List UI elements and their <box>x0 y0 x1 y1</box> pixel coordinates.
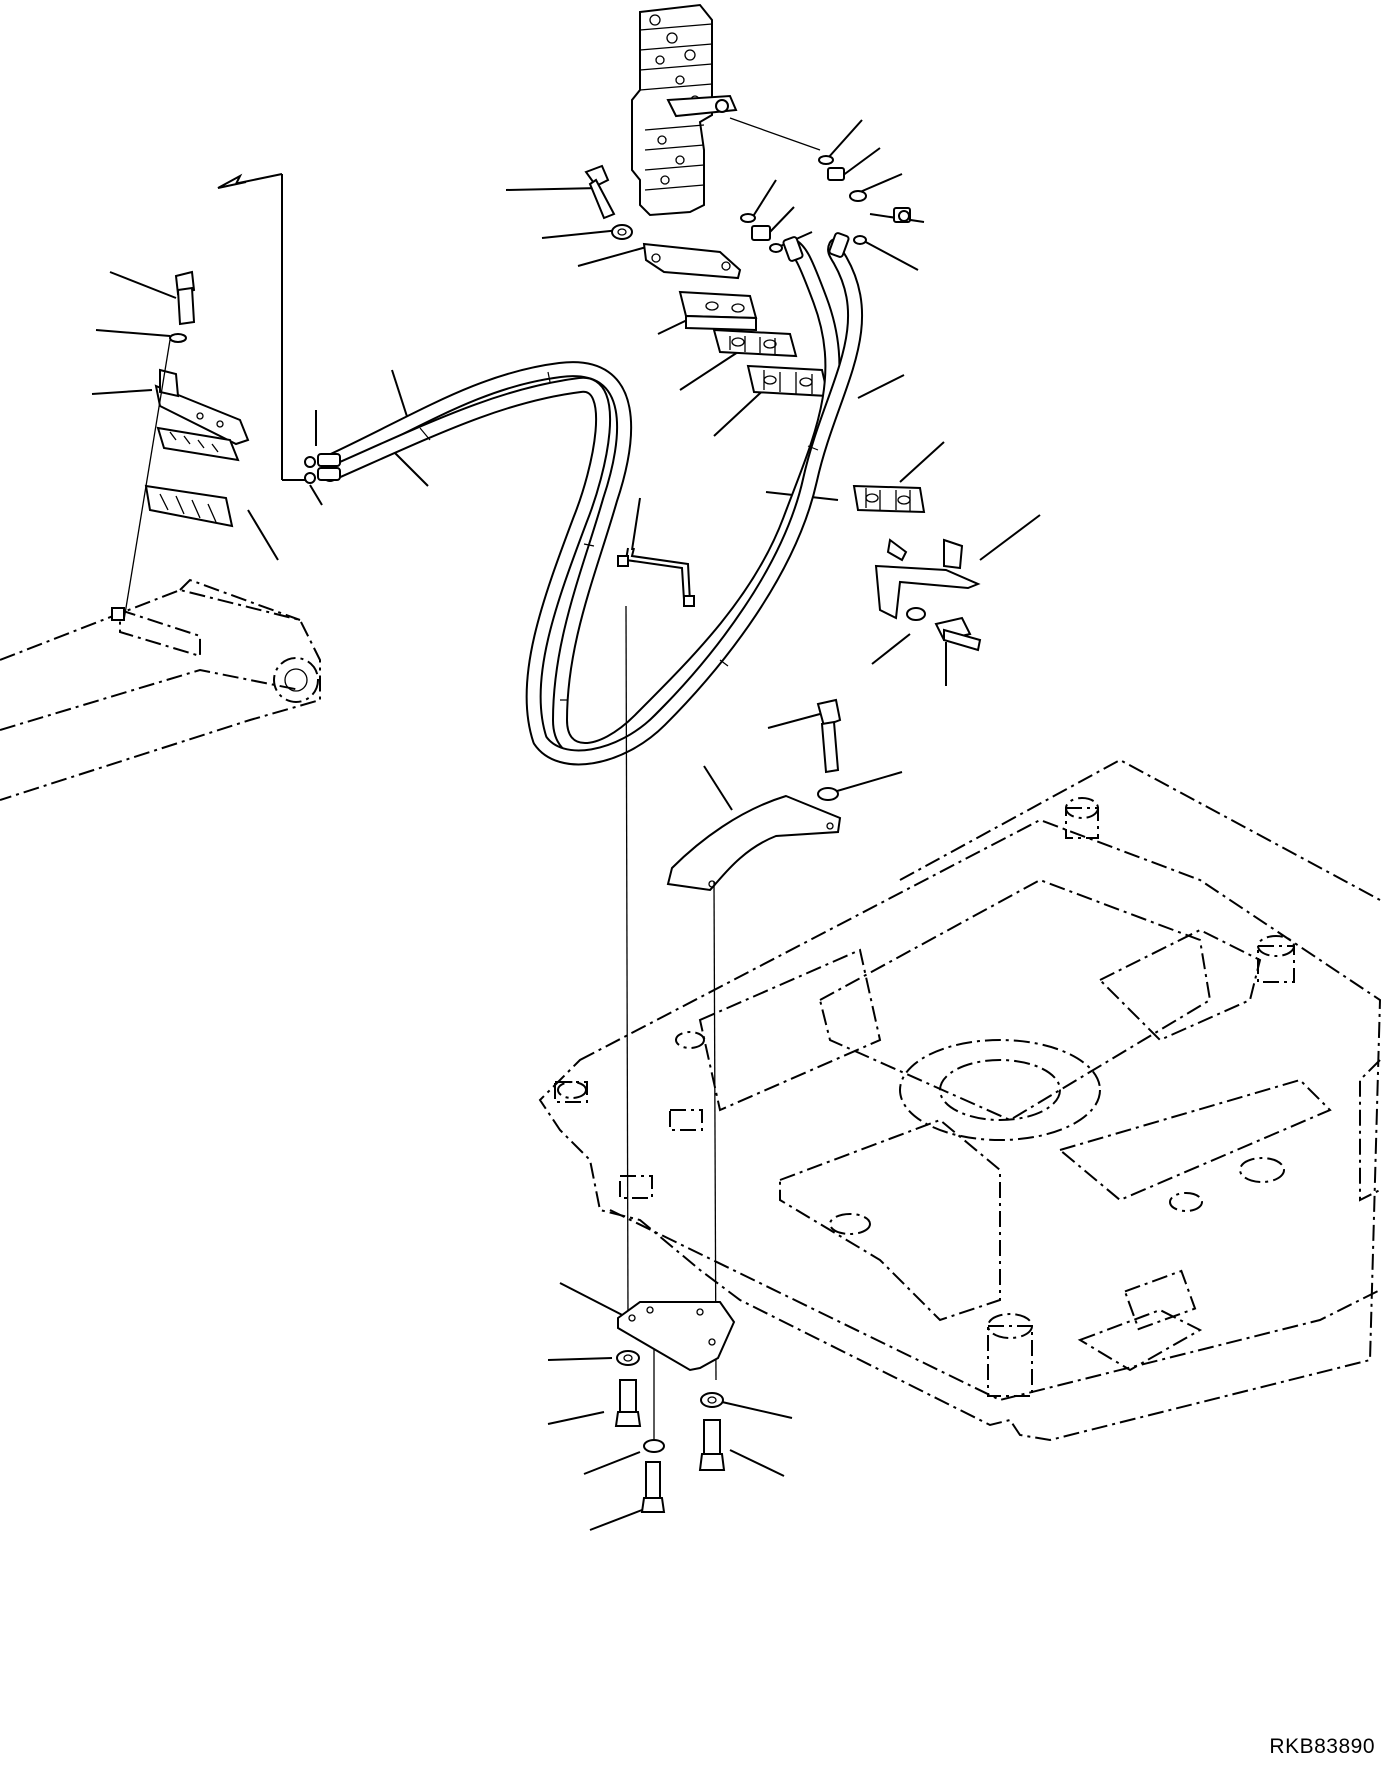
bottom-plate <box>614 1301 736 1513</box>
control-valve <box>631 3 738 217</box>
revolving-frame <box>538 758 1382 1442</box>
hydraulic-hoses <box>304 232 863 766</box>
boom-structure <box>0 578 321 801</box>
hose-clamps <box>678 290 926 514</box>
cover-plate <box>666 698 842 892</box>
right-bracket <box>874 538 982 652</box>
valve-bolt-and-bracket <box>584 164 742 280</box>
drawing-code-label: RKB83890 <box>1269 1735 1375 1758</box>
left-bracket-assembly <box>123 270 250 621</box>
pipe-clamp <box>617 547 695 607</box>
fittings-and-orings <box>729 117 911 253</box>
leader-lines <box>91 119 1041 1531</box>
